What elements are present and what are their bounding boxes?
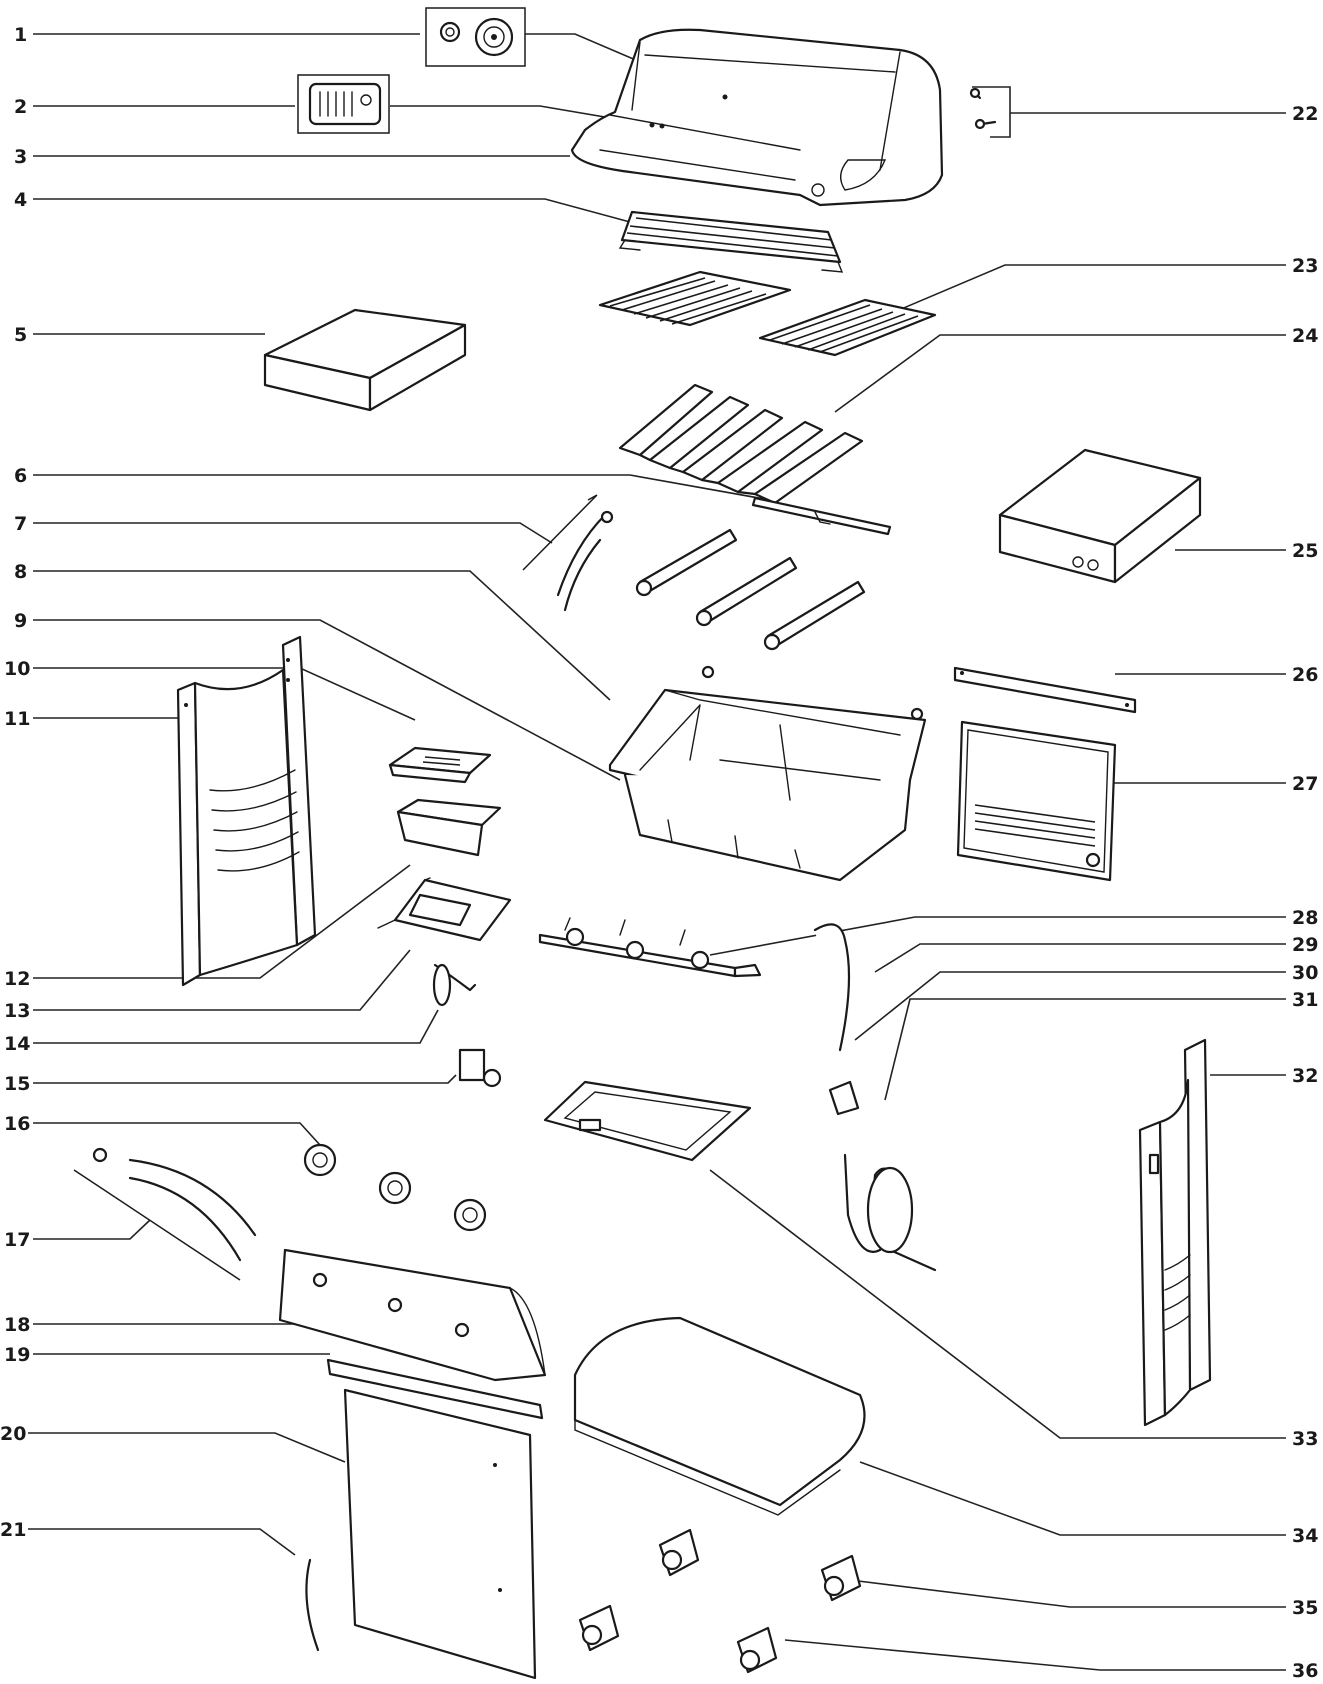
callout-10: 10	[4, 658, 30, 680]
callout-28: 28	[1292, 907, 1318, 929]
part-front-rail	[326, 1358, 544, 1420]
callout-16: 16	[4, 1113, 30, 1135]
callout-31: 31	[1292, 989, 1318, 1011]
part-left-frame	[176, 635, 317, 987]
callout-34: 34	[1292, 1525, 1318, 1547]
right-callouts: 22 23 24 25 26 27 28 29 30 31 32 33 34 3…	[1292, 103, 1318, 1682]
part-control-panel	[278, 1248, 547, 1382]
part-screws	[969, 87, 997, 130]
callout-18: 18	[4, 1314, 30, 1336]
callout-6: 6	[14, 465, 27, 487]
part-grease-tray	[543, 1080, 752, 1162]
part-igniter-wire	[432, 963, 477, 1007]
callout-32: 32	[1292, 1065, 1318, 1087]
part-badge-inset	[297, 74, 390, 134]
callout-9: 9	[14, 610, 27, 632]
callout-8: 8	[14, 561, 27, 583]
callout-20: 20	[0, 1423, 26, 1445]
callout-30: 30	[1292, 962, 1318, 984]
part-igniter	[458, 1048, 502, 1088]
callout-35: 35	[1292, 1597, 1318, 1619]
part-smoker-tray	[388, 746, 492, 784]
part-crossover-channel	[751, 496, 892, 536]
callout-12: 12	[4, 968, 30, 990]
part-control-knobs	[303, 1143, 487, 1232]
callout-17: 17	[4, 1229, 30, 1251]
part-casters	[578, 1528, 862, 1674]
callout-36: 36	[1292, 1660, 1318, 1682]
part-front-door	[343, 1388, 537, 1680]
part-box-25	[998, 448, 1202, 584]
part-bracket-bar-26	[953, 666, 1137, 714]
callout-1: 1	[14, 24, 27, 46]
callout-14: 14	[4, 1033, 30, 1055]
callout-29: 29	[1292, 934, 1318, 956]
callout-2: 2	[14, 96, 27, 118]
left-callouts: 1 2 3 4 5 6 7 8 9 10 11 12 13 14 15 16 1…	[0, 24, 30, 1541]
callout-7: 7	[14, 513, 27, 535]
callout-24: 24	[1292, 325, 1318, 347]
callout-11: 11	[4, 708, 30, 730]
part-warming-rack	[618, 210, 844, 273]
part-igniter-wires	[73, 1147, 257, 1281]
part-gas-hose-coil	[843, 1153, 937, 1272]
callout-3: 3	[14, 146, 27, 168]
part-flavorizer-bars	[618, 383, 864, 505]
part-gas-manifold	[538, 917, 762, 978]
part-door-panel	[956, 720, 1117, 882]
callout-5: 5	[14, 324, 27, 346]
part-electrode-wire	[522, 494, 614, 612]
part-shelf	[573, 1316, 866, 1516]
part-right-frame	[1138, 1038, 1212, 1427]
part-box-5	[263, 308, 467, 412]
part-door-handle	[305, 1558, 320, 1652]
callout-19: 19	[4, 1344, 30, 1366]
callout-22: 22	[1292, 103, 1318, 125]
callout-15: 15	[4, 1073, 30, 1095]
part-burner-tubes	[635, 528, 866, 651]
callout-33: 33	[1292, 1428, 1318, 1450]
callout-13: 13	[4, 1000, 30, 1022]
part-lid	[570, 28, 944, 207]
part-hose-29	[813, 923, 851, 1052]
part-cooking-grates	[598, 270, 937, 357]
callout-25: 25	[1292, 540, 1318, 562]
part-drip-pan	[396, 798, 502, 857]
callout-4: 4	[14, 189, 27, 211]
part-regulator-bracket	[828, 1080, 860, 1116]
part-thermometer-inset	[425, 7, 526, 67]
callout-26: 26	[1292, 664, 1318, 686]
callout-23: 23	[1292, 255, 1318, 277]
part-pan-holder	[377, 877, 512, 942]
part-firebox	[608, 665, 927, 882]
callout-21: 21	[0, 1519, 26, 1541]
callout-27: 27	[1292, 773, 1318, 795]
